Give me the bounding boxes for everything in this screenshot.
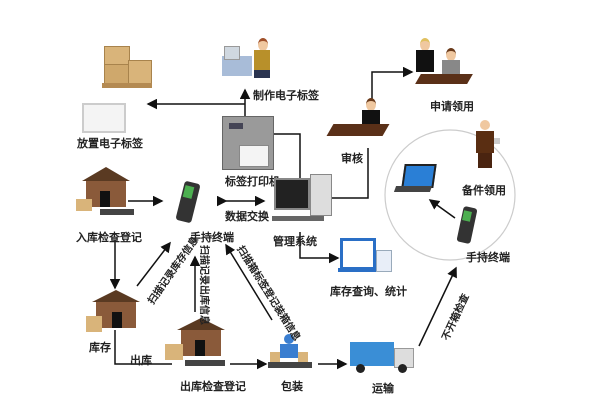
- inbound-warehouse-icon: [76, 167, 136, 219]
- label-inventory-query: 库存查询、统计: [330, 285, 407, 298]
- packing-station-icon: [268, 334, 314, 370]
- auditor-at-desk-icon: [326, 98, 390, 138]
- edge-stock-to-handheld: [136, 241, 171, 287]
- label-place-tag: 放置电子标签: [77, 137, 143, 150]
- edge-handheld-to-laptop: [428, 199, 456, 219]
- parts-pickup-person-icon: [472, 120, 502, 168]
- label-outbound: 出库: [130, 354, 152, 367]
- label-data-exchange: 数据交换: [225, 210, 269, 223]
- truck-icon: [350, 340, 416, 374]
- label-apply: 申请领用: [430, 100, 474, 113]
- inventory-query-icon: [338, 238, 394, 274]
- outbound-warehouse-icon: [165, 318, 231, 368]
- label-stock: 库存: [89, 341, 111, 354]
- applicant-meeting-icon: [412, 38, 473, 88]
- label-outbound-check: 出库检查登记: [180, 380, 246, 393]
- label-audit: 审核: [341, 152, 363, 165]
- handheld-terminal-right-icon: [456, 205, 478, 247]
- management-computer-icon: [272, 174, 332, 228]
- edge-label-scan-outbound: 扫描记录出库信息: [198, 245, 209, 325]
- pickup-circle: [384, 129, 516, 261]
- edge-stock-to-outbound: [114, 330, 172, 365]
- label-transport: 运输: [372, 382, 394, 395]
- label-make-tag: 制作电子标签: [253, 89, 319, 102]
- label-handheld-center: 手持终端: [190, 231, 234, 244]
- label-printer-icon: [222, 116, 274, 170]
- pallet-boxes-icon: [102, 46, 152, 90]
- edge-audit-to-apply: [371, 66, 414, 108]
- label-packing: 包装: [281, 380, 303, 393]
- electronic-tag-icon: [82, 103, 126, 133]
- label-handheld-right: 手持终端: [466, 251, 510, 264]
- operator-at-computer-icon: [222, 36, 278, 84]
- edge-transport-to-handheld: [418, 266, 457, 347]
- label-mgmt-system: 管理系统: [273, 235, 317, 248]
- label-parts-pickup: 备件领用: [462, 184, 506, 197]
- label-label-printer: 标签打印机: [225, 175, 280, 188]
- laptop-icon: [393, 164, 437, 196]
- edge-mgmt-to-query: [299, 232, 340, 264]
- handheld-terminal-center-icon: [175, 180, 202, 224]
- edge-mgmt-to-audit: [328, 148, 369, 199]
- stock-warehouse-icon: [86, 290, 142, 336]
- label-inbound-check: 入库检查登记: [76, 231, 142, 244]
- edge-packing-to-handheld: [225, 243, 273, 321]
